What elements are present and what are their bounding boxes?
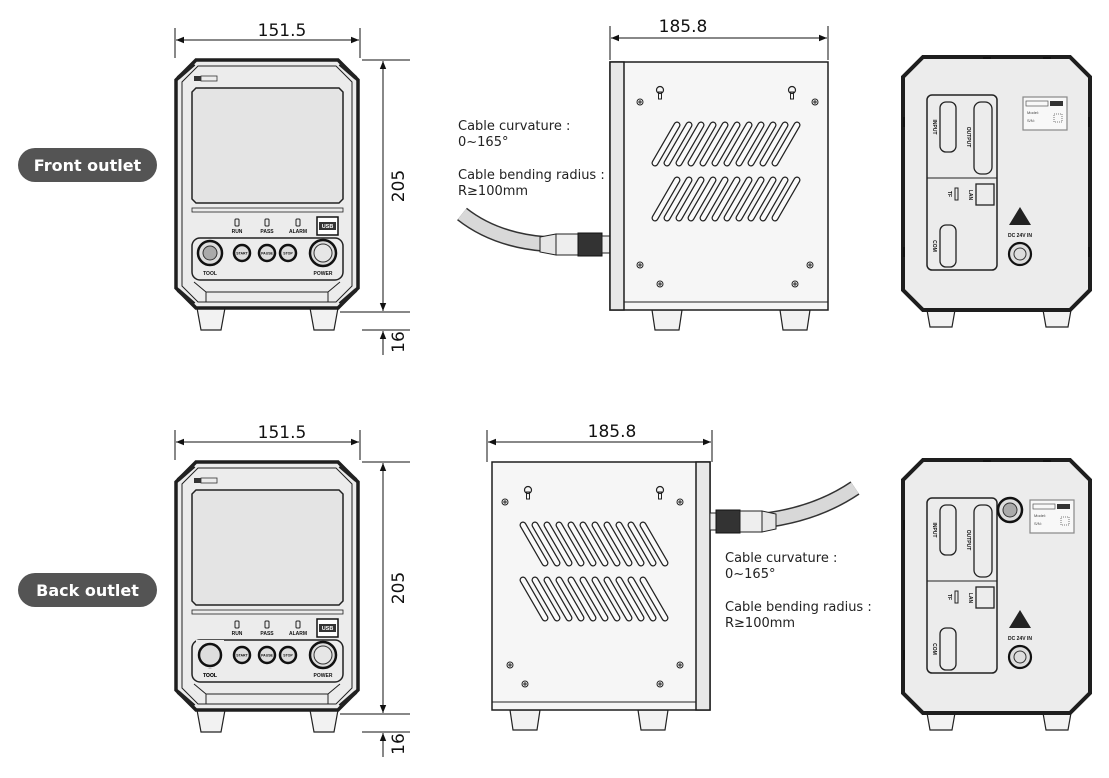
pause-button [257, 243, 277, 263]
output-label: OUTPUT [965, 127, 971, 148]
tool-label: TOOL [203, 271, 217, 277]
svg-text:151.5: 151.5 [258, 21, 307, 41]
svg-text:185.8: 185.8 [659, 17, 708, 37]
svg-text:R≥100mm: R≥100mm [725, 616, 795, 631]
led-run [234, 218, 240, 227]
cable-notes-top: Cable curvature : 0~165° Cable bending r… [458, 119, 605, 199]
sticker-model: Model: [1027, 110, 1039, 115]
led-pass-label: PASS [260, 229, 274, 235]
svg-text:0~165°: 0~165° [458, 135, 508, 150]
tool-label-bottom: TOOL [203, 673, 217, 679]
svg-text:205: 205 [389, 572, 409, 604]
svg-text:0~165°: 0~165° [725, 567, 775, 582]
warning-icon [1009, 207, 1031, 225]
svg-text:Cable curvature :: Cable curvature : [725, 551, 837, 566]
svg-text:205: 205 [389, 170, 409, 202]
svg-text:16: 16 [389, 733, 409, 755]
width-dimension-bottom: 151.5 [174, 423, 361, 460]
side-view-bottom [492, 462, 710, 730]
front-view-top: RUN PASS ALARM USB START PAUSE STOP TOOL… [174, 58, 360, 331]
tool-connector [196, 239, 224, 267]
start-button [232, 243, 252, 263]
svg-text:185.8: 185.8 [588, 422, 637, 442]
svg-text:Back outlet: Back outlet [36, 581, 139, 600]
sticker-sn: S/N: [1027, 118, 1035, 123]
display-screen [191, 87, 344, 204]
tool-port-blank [197, 642, 223, 668]
led-alarm-label: ALARM [289, 229, 307, 235]
brand-logo [194, 75, 218, 82]
svg-text:Front outlet: Front outlet [34, 156, 142, 175]
start-label: START [236, 252, 248, 256]
led-alarm [295, 218, 301, 227]
height-dimension-top: 205 16 [340, 59, 410, 355]
side-view-top [609, 61, 829, 331]
input-label: INPUT [931, 120, 937, 135]
usb-label: USB [322, 224, 334, 230]
power-button [308, 238, 338, 268]
cable-notes-bottom: Cable curvature : 0~165° Cable bending r… [725, 551, 872, 631]
svg-text:Cable bending radius :: Cable bending radius : [458, 168, 605, 183]
back-outlet-label: Back outlet [18, 573, 157, 607]
rating-sticker-top: Model: S/N: [1022, 96, 1068, 131]
com-label: COM [931, 240, 937, 252]
depth-dimension-bottom: 185.8 [486, 422, 713, 462]
height-dimension-bottom: 205 16 [340, 461, 410, 757]
output-port [973, 101, 993, 175]
led-run-label: RUN [232, 229, 243, 235]
lan-port [975, 183, 995, 206]
cable-bottom [709, 481, 860, 534]
lan-label: LAN [967, 190, 973, 201]
svg-text:16: 16 [389, 331, 409, 353]
cable-top [457, 207, 611, 257]
svg-text:Cable curvature :: Cable curvature : [458, 119, 570, 134]
tf-label: TF [946, 191, 952, 197]
power-label: POWER [314, 271, 333, 277]
usb-port: USB [316, 216, 339, 236]
depth-dimension-top: 185.8 [609, 17, 829, 60]
stop-button [278, 243, 298, 263]
input-port [939, 101, 957, 153]
pause-label: PAUSE [261, 252, 273, 256]
com-port [939, 224, 957, 268]
power-connector [1007, 241, 1033, 267]
dc-in-label: DC 24V IN [1008, 233, 1032, 239]
tool-connector-rear [996, 496, 1024, 524]
front-outlet-label: Front outlet [18, 148, 157, 182]
svg-text:151.5: 151.5 [258, 423, 307, 443]
led-pass [264, 218, 270, 227]
svg-text:Cable bending radius :: Cable bending radius : [725, 600, 872, 615]
width-dimension-top: 151.5 [174, 21, 361, 58]
front-view-bottom [174, 460, 360, 734]
stop-label: STOP [283, 252, 293, 256]
rating-sticker-bottom [1029, 499, 1075, 534]
svg-text:R≥100mm: R≥100mm [458, 184, 528, 199]
tf-slot [954, 187, 959, 201]
